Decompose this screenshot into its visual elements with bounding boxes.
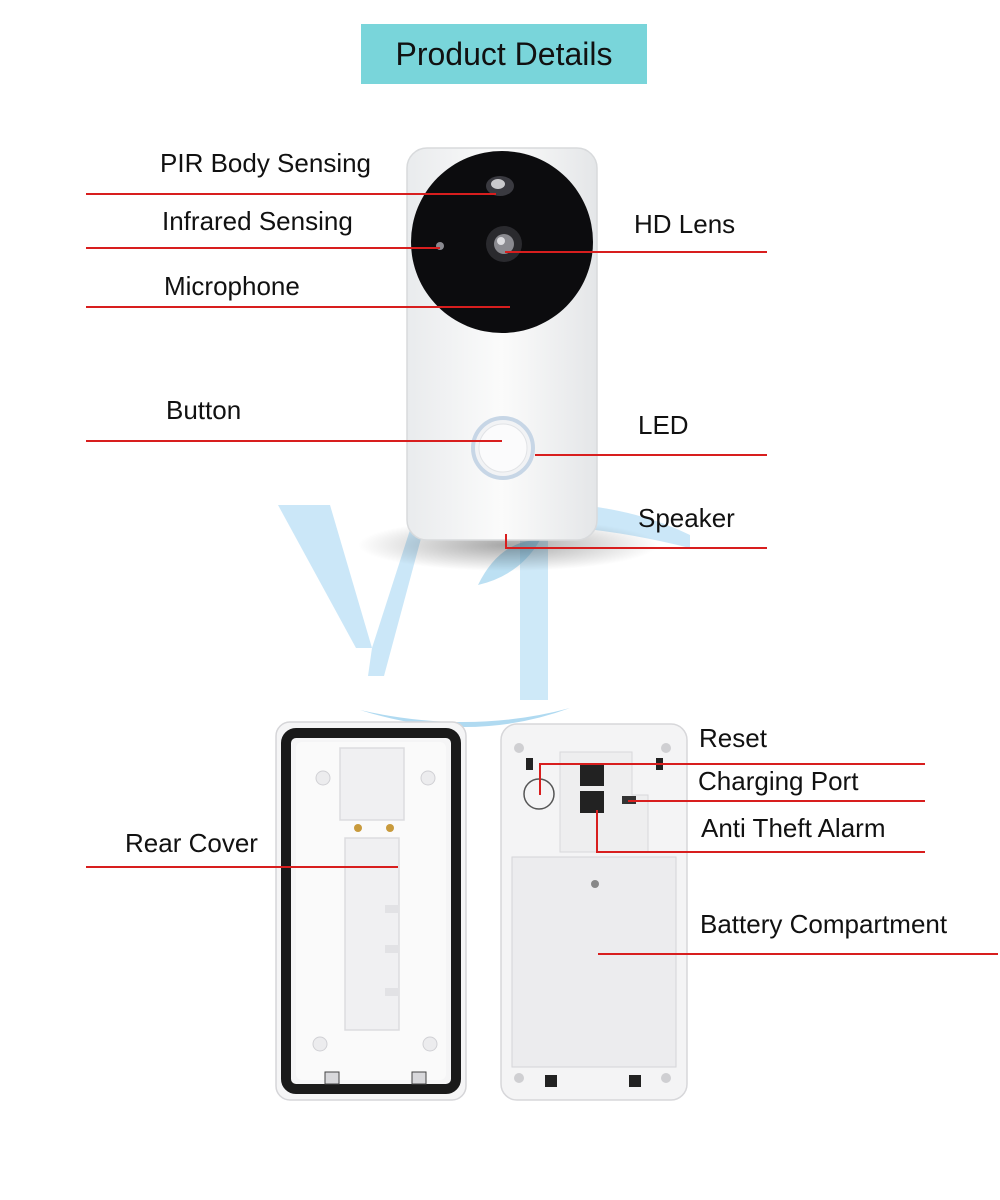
label-hd-lens: HD Lens xyxy=(634,209,736,239)
callout-line-button xyxy=(86,440,502,442)
callout-line-reset-vertical xyxy=(539,763,541,795)
page-title: Product Details xyxy=(361,24,647,84)
callout-line-battery xyxy=(598,953,998,955)
label-infrared-sensing: Infrared Sensing xyxy=(162,206,353,236)
callout-line-pir xyxy=(86,193,496,195)
callout-line-anti-theft xyxy=(596,851,925,853)
label-button: Button xyxy=(166,395,242,425)
callout-line-infrared xyxy=(86,247,440,249)
label-speaker: Speaker xyxy=(638,503,735,533)
page-title-text: Product Details xyxy=(395,35,613,72)
label-battery-compartment: Battery Compartment xyxy=(700,909,948,939)
label-pir-body-sensing: PIR Body Sensing xyxy=(160,148,372,178)
label-reset: Reset xyxy=(699,723,767,753)
label-anti-theft-alarm: Anti Theft Alarm xyxy=(701,813,886,843)
callout-line-charging-port xyxy=(628,800,925,802)
callout-line-microphone xyxy=(86,306,510,308)
callout-line-anti-theft-vertical xyxy=(596,810,598,852)
callout-line-speaker-vertical xyxy=(505,534,507,548)
callout-line-speaker xyxy=(505,547,767,549)
callout-line-reset xyxy=(539,763,925,765)
label-led: LED xyxy=(638,410,689,440)
callout-line-led xyxy=(535,454,767,456)
label-rear-cover: Rear Cover xyxy=(125,828,258,858)
callout-line-rear-cover xyxy=(86,866,398,868)
label-microphone: Microphone xyxy=(164,271,300,301)
callout-line-hd-lens xyxy=(505,251,767,253)
label-charging-port: Charging Port xyxy=(698,766,859,796)
